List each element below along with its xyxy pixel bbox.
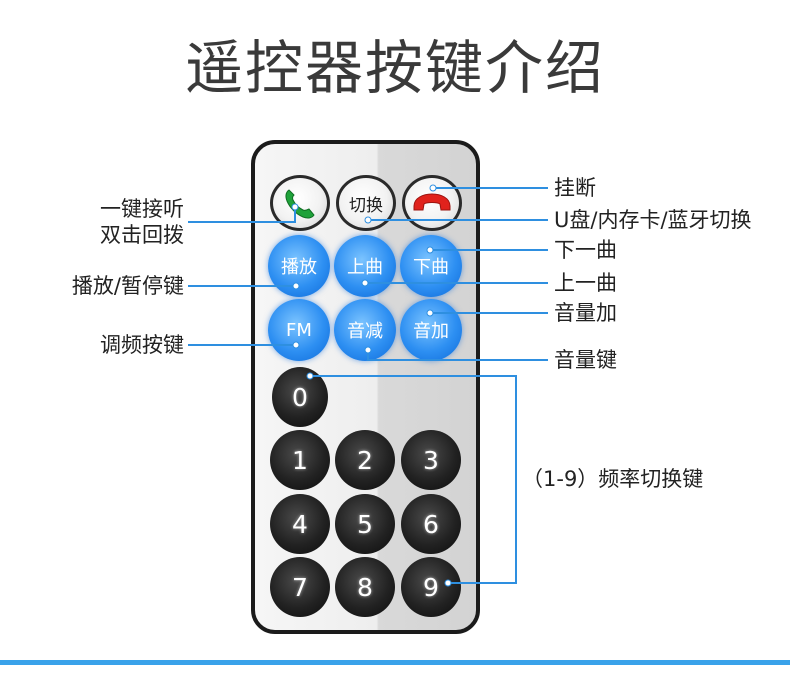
number-button-1[interactable]: 1: [270, 430, 330, 490]
number-label: 6: [423, 509, 439, 539]
number-button-6[interactable]: 6: [401, 494, 461, 554]
hangup-button[interactable]: [402, 175, 462, 231]
number-label: 2: [357, 445, 373, 475]
number-button-9[interactable]: 9: [401, 557, 461, 617]
play-pause-button[interactable]: 播放: [268, 235, 330, 297]
number-label: 4: [292, 509, 308, 539]
play-pause-label: 播放: [281, 257, 317, 278]
number-label: 1: [292, 445, 308, 475]
number-label: 5: [357, 509, 373, 539]
phone-answer-icon: [285, 189, 315, 219]
number-button-4[interactable]: 4: [270, 494, 330, 554]
previous-track-label: 上曲: [347, 257, 383, 278]
label-tune: 调频按键: [100, 333, 184, 357]
number-button-8[interactable]: 8: [335, 557, 395, 617]
volume-up-button[interactable]: 音加: [400, 299, 462, 361]
number-button-3[interactable]: 3: [401, 430, 461, 490]
number-button-0[interactable]: 0: [272, 367, 328, 427]
label-next-track: 下一曲: [554, 238, 617, 262]
label-hangup: 挂断: [554, 176, 596, 200]
number-label: 3: [423, 445, 439, 475]
label-freq-switch: （1-9）频率切换键: [522, 467, 704, 491]
number-label: 0: [292, 382, 308, 412]
label-source-switch: U盘/内存卡/蓝牙切换: [554, 208, 752, 232]
volume-up-label: 音加: [413, 321, 449, 342]
number-label: 7: [292, 572, 308, 602]
number-button-7[interactable]: 7: [270, 557, 330, 617]
bottom-accent-bar: [0, 660, 790, 665]
label-call-line2: 双击回拨: [100, 223, 184, 247]
label-play-pause: 播放/暂停键: [71, 274, 184, 298]
number-button-2[interactable]: 2: [335, 430, 395, 490]
volume-down-label: 音减: [347, 321, 383, 342]
switch-button[interactable]: 切换: [336, 175, 396, 231]
label-vol-up: 音量加: [554, 301, 617, 325]
label-call-line1: 一键接听: [100, 197, 184, 221]
answer-call-button[interactable]: [270, 175, 330, 231]
page-title: 遥控器按键介绍: [184, 34, 605, 102]
label-volume: 音量键: [554, 348, 617, 372]
next-track-button[interactable]: 下曲: [400, 235, 462, 297]
switch-button-label: 切换: [349, 195, 383, 216]
fm-button[interactable]: FM: [268, 299, 330, 361]
volume-down-button[interactable]: 音减: [334, 299, 396, 361]
number-label: 8: [357, 572, 373, 602]
fm-label: FM: [286, 319, 312, 341]
previous-track-button[interactable]: 上曲: [334, 235, 396, 297]
number-label: 9: [423, 572, 439, 602]
label-prev-track: 上一曲: [554, 271, 617, 295]
number-button-5[interactable]: 5: [335, 494, 395, 554]
phone-hangup-icon: [413, 193, 451, 211]
next-track-label: 下曲: [413, 257, 449, 278]
